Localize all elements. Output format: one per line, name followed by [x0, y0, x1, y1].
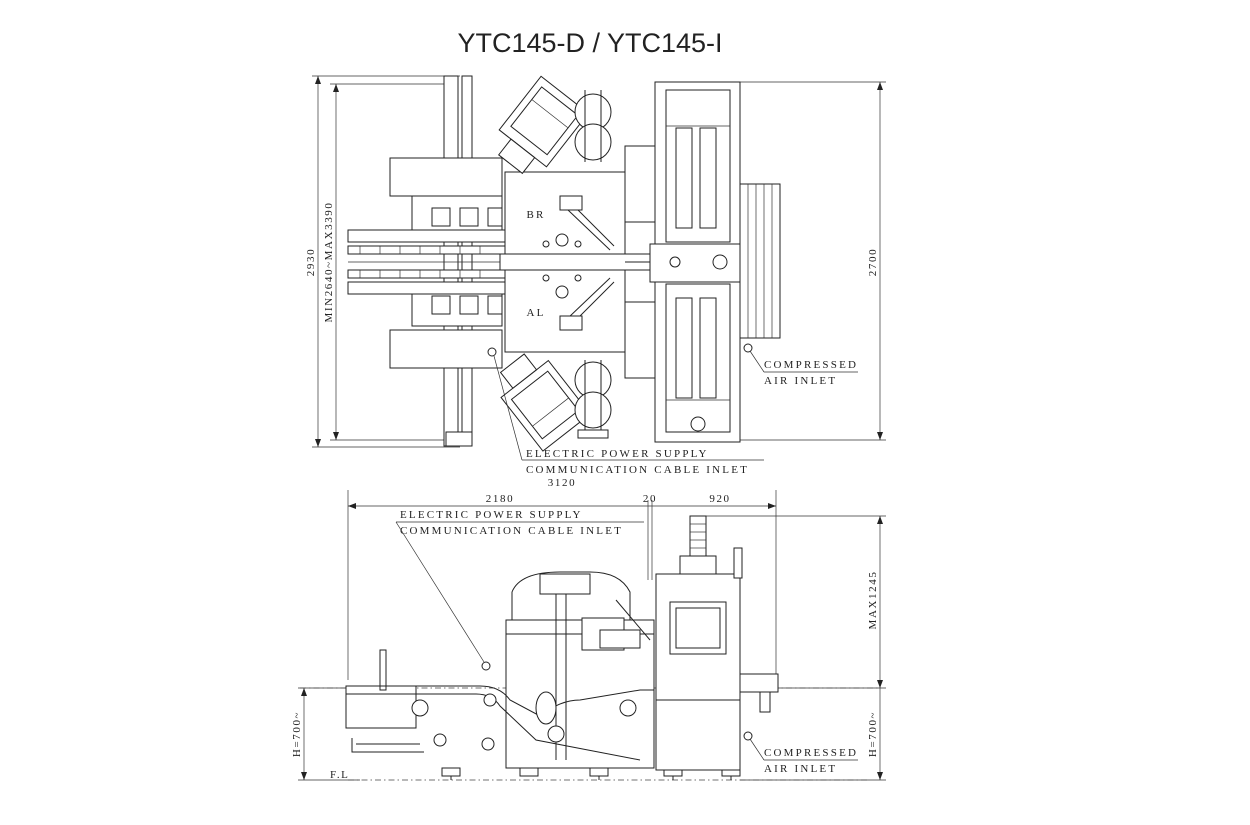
side-air-inlet-line1: COMPRESSED: [764, 747, 858, 759]
station-label-br: BR: [526, 209, 545, 221]
dim-right-height: 2700: [867, 248, 879, 276]
top-power-supply-line2: COMMUNICATION CABLE INLET: [526, 464, 749, 476]
top-view: 2930 MIN2640~MAX3390 2700: [305, 75, 886, 489]
station-label-al: AL: [526, 307, 545, 319]
dim-total-height: 2930: [305, 248, 317, 276]
side-view: 2180 20 920 MAX1245 H=700~ H=700~: [291, 490, 886, 781]
top-power-supply-line1: ELECTRIC POWER SUPPLY: [526, 448, 709, 460]
top-right-dimension: 2700: [740, 81, 886, 441]
top-air-inlet-line1: COMPRESSED: [764, 359, 858, 371]
side-air-inlet-line2: AIR INLET: [764, 763, 837, 775]
side-left-dimension: H=700~: [291, 687, 360, 781]
side-top-dimensions: 2180 20 920: [347, 490, 777, 680]
dim-height-left: H=700~: [291, 711, 303, 757]
dim-left-width: 2180: [486, 493, 514, 505]
top-air-inlet-line2: AIR INLET: [764, 375, 837, 387]
side-power-supply-line1: ELECTRIC POWER SUPPLY: [400, 509, 583, 521]
side-right-dimensions: MAX1245 H=700~: [700, 515, 886, 781]
dim-height-right: H=700~: [867, 711, 879, 757]
dim-max-height: MAX1245: [867, 571, 879, 630]
dim-gap: 20: [643, 493, 657, 505]
side-power-supply-line2: COMMUNICATION CABLE INLET: [400, 525, 623, 537]
dim-width-range: MIN2640~MAX3390: [323, 201, 335, 322]
top-left-dimensions: 2930 MIN2640~MAX3390: [305, 75, 460, 448]
drawing-title: YTC145-D / YTC145-I: [457, 28, 722, 58]
dim-right-width: 920: [709, 493, 730, 505]
dim-total-width: 3120: [548, 477, 576, 489]
floor-label: F.L: [330, 769, 350, 781]
